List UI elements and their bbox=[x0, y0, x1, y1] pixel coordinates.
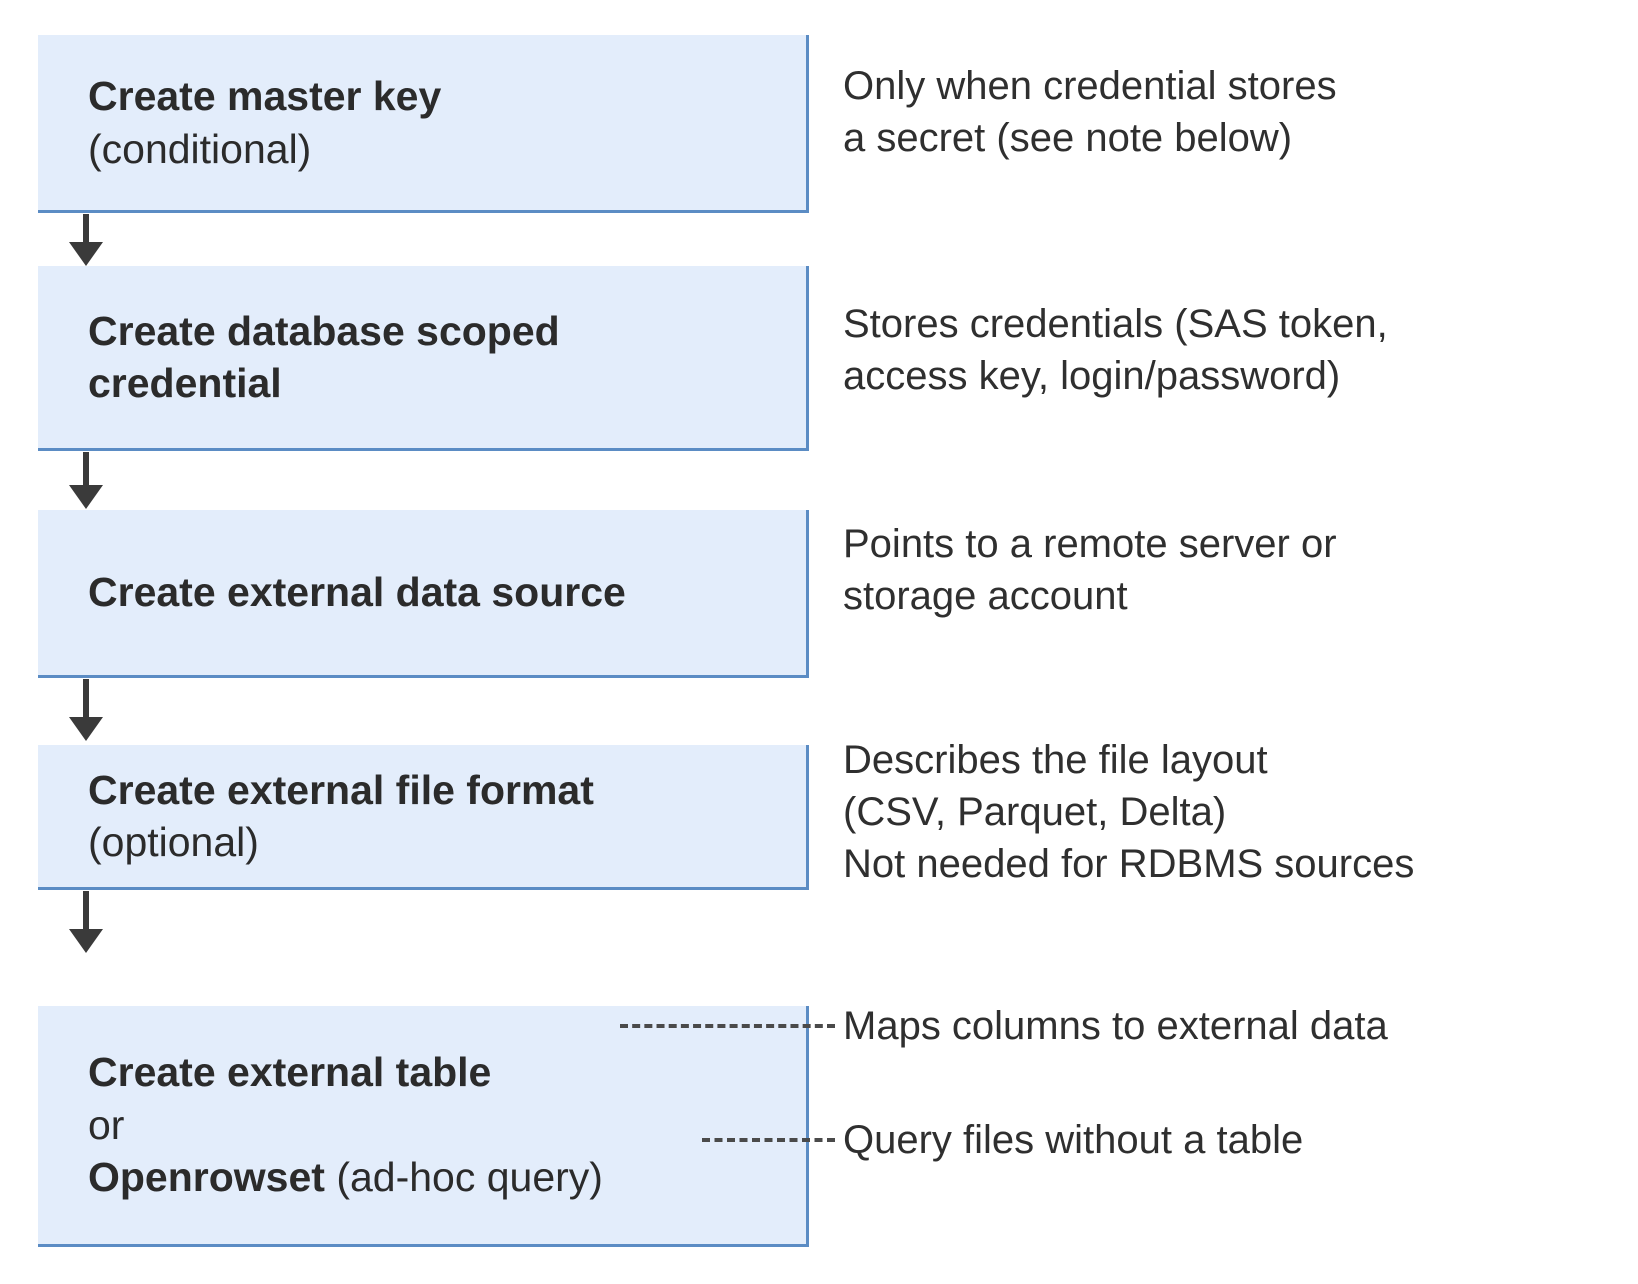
node-create-external-table-or-openrowset[interactable]: Create external table or Openrowset (ad-… bbox=[38, 1006, 809, 1247]
arrow-step4-to-step5 bbox=[83, 891, 89, 931]
note-create-master-key: Only when credential stores a secret (se… bbox=[843, 64, 1337, 160]
node-create-external-data-source[interactable]: Create external data source bbox=[38, 510, 809, 678]
openrowset-keyword: Openrowset bbox=[88, 1154, 325, 1201]
node-create-master-key[interactable]: Create master key (conditional) bbox=[38, 35, 809, 213]
note-openrowset: Query files without a table bbox=[843, 1118, 1304, 1162]
node-title-create-external-table: Create external table bbox=[88, 1049, 492, 1096]
node-subtitle-optional: (optional) bbox=[88, 819, 259, 865]
node-subtitle-conditional: (conditional) bbox=[88, 125, 312, 172]
note-create-database-scoped-credential: Stores credentials (SAS token, access ke… bbox=[843, 302, 1388, 398]
note-create-external-data-source: Points to a remote server or storage acc… bbox=[843, 522, 1337, 618]
dashed-leader-external-table bbox=[620, 1024, 835, 1028]
node-label-or: or bbox=[88, 1101, 125, 1148]
node-title-create-master-key: Create master key bbox=[88, 73, 442, 120]
node-title-create-database-scoped-credential-line2: credential bbox=[88, 360, 282, 406]
node-title-create-external-file-format: Create external file format bbox=[88, 766, 594, 813]
node-title-create-database-scoped-credential-line1: Create database scoped bbox=[88, 307, 560, 354]
arrow-step3-to-step4 bbox=[83, 679, 89, 719]
node-create-external-file-format[interactable]: Create external file format (optional) bbox=[38, 745, 809, 890]
arrow-step2-to-step3 bbox=[83, 452, 89, 487]
openrowset-qualifier: (ad-hoc query) bbox=[324, 1154, 603, 1201]
node-title-openrowset: Openrowset (ad-hoc query) bbox=[88, 1151, 792, 1203]
arrow-step1-to-step2 bbox=[83, 214, 89, 244]
note-create-external-file-format: Describes the file layout (CSV, Parquet,… bbox=[843, 738, 1415, 886]
node-title-create-external-data-source: Create external data source bbox=[88, 569, 626, 616]
dashed-leader-openrowset bbox=[702, 1138, 835, 1142]
note-create-external-table: Maps columns to external data bbox=[843, 1004, 1388, 1048]
node-create-database-scoped-credential[interactable]: Create database scoped credential bbox=[38, 266, 809, 451]
